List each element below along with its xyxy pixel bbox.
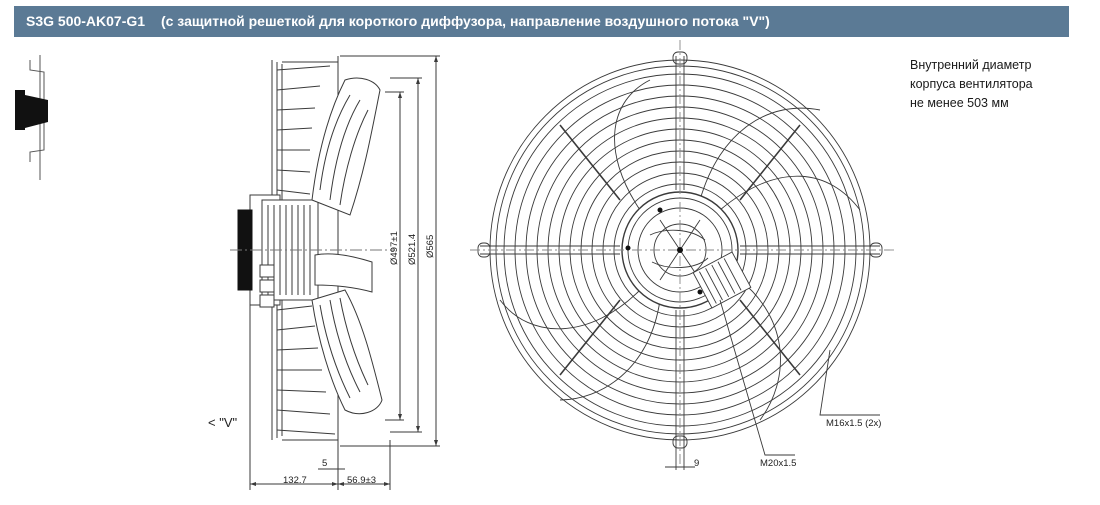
dim-d497-label: Ø497±1 <box>389 231 400 265</box>
front-view-dark-parts <box>625 207 703 295</box>
dim-d565-label: Ø565 <box>425 235 436 258</box>
model-description: (с защитной решеткой для короткого диффу… <box>160 13 770 29</box>
dim-569-label: 56.9±3 <box>347 475 376 486</box>
dim-5-label: 5 <box>322 458 327 469</box>
note-line-2: корпуса вентилятора <box>910 77 1033 91</box>
dim-9-label: 9 <box>694 458 699 469</box>
note-line-3: не менее 503 мм <box>910 96 1009 110</box>
arrow-markers <box>250 56 438 486</box>
housing-note: Внутренний диаметр корпуса вентилятора н… <box>910 56 1033 113</box>
note-line-1: Внутренний диаметр <box>910 58 1032 72</box>
fan-thumbnail-icon <box>15 55 48 180</box>
front-view <box>470 40 895 470</box>
title-bar: S3G 500-AK07-G1 (с защитной решеткой для… <box>14 6 1069 37</box>
airflow-direction-label: < "V" <box>208 415 237 430</box>
dim-132-label: 132.7 <box>283 475 307 486</box>
m16-label: M16x1.5 (2x) <box>826 418 881 429</box>
m20-label: M20x1.5 <box>760 458 796 469</box>
dim-d521-label: Ø521.4 <box>407 234 418 265</box>
side-view <box>230 55 440 490</box>
model-name: S3G 500-AK07-G1 <box>26 13 146 29</box>
